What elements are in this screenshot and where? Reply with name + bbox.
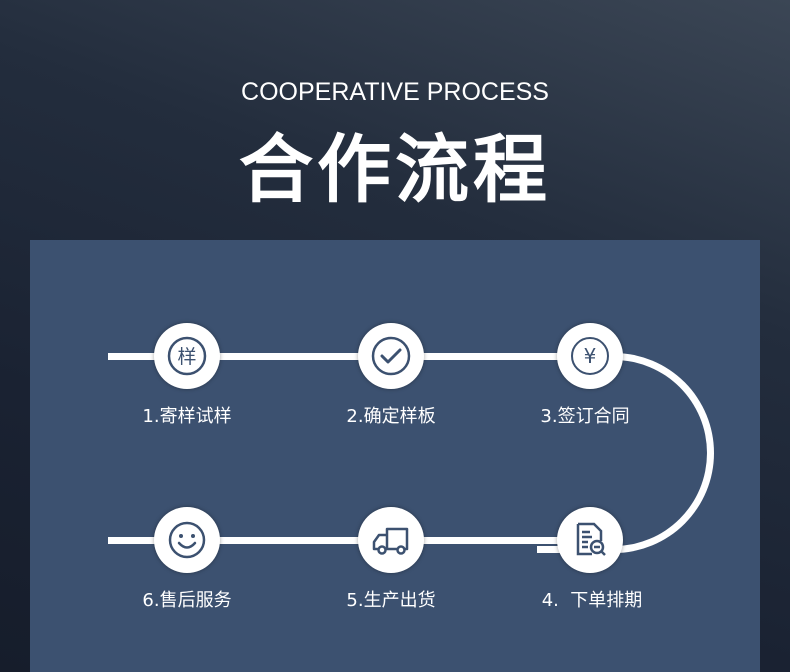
step-1-label: 1.寄样试样 (142, 406, 232, 427)
check-icon (371, 336, 411, 376)
process-curve (537, 353, 714, 553)
process-line-top (108, 353, 590, 360)
sample-icon: 样 (167, 336, 207, 376)
svg-text:样: 样 (177, 346, 196, 368)
step-3-label: 3.签订合同 (540, 406, 630, 427)
step-6-node (154, 507, 220, 573)
smiley-icon (168, 521, 206, 559)
document-search-icon (576, 522, 606, 556)
step-4-label: 4. 下单排期 (541, 590, 643, 611)
step-2-node (358, 323, 424, 389)
step-5-label: 5.生产出货 (346, 590, 436, 611)
step-3-node: ¥ (557, 323, 623, 389)
svg-text:¥: ¥ (584, 344, 597, 368)
step-4-node (557, 507, 623, 573)
section-subtitle: COOPERATIVE PROCESS (241, 78, 549, 106)
step-6-label: 6.售后服务 (142, 590, 232, 611)
yen-icon: ¥ (571, 337, 609, 375)
truck-icon (372, 527, 409, 555)
step-1-node: 样 (154, 323, 220, 389)
section-title: 合作流程 (239, 127, 551, 213)
step-5-node (358, 507, 424, 573)
process-line-bottom (108, 537, 590, 544)
step-2-label: 2.确定样板 (346, 406, 436, 427)
